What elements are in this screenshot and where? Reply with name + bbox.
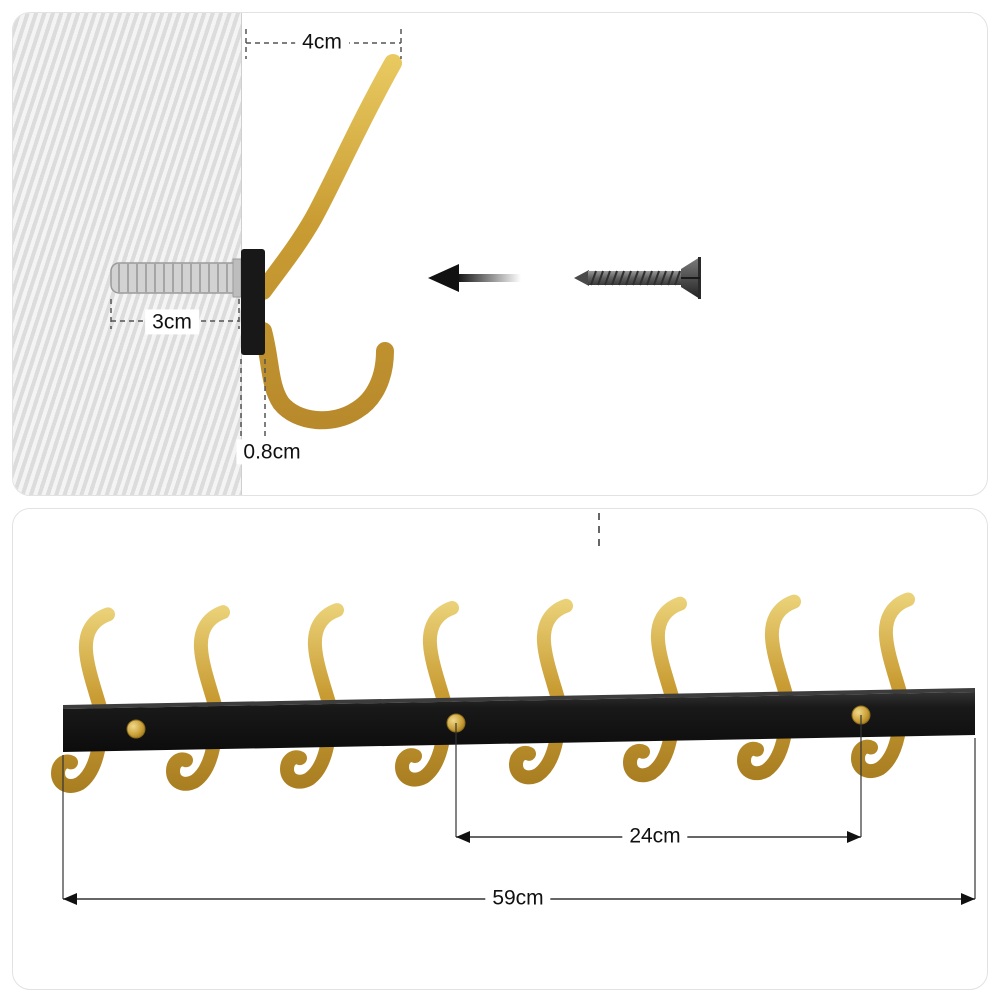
double-hook [744,602,794,774]
double-hook [858,600,908,772]
rail-screw-knob [126,719,146,739]
insertion-arrow-icon [428,264,521,292]
double-hook [630,604,680,776]
rack-drawing [13,513,976,905]
plate-thickness-dimension [240,359,266,453]
mounting-plate [241,249,265,355]
total-length-label: 59cm [485,885,551,911]
top-panel-hook-detail [12,12,988,496]
screw-icon [574,257,701,299]
double-hook [287,610,337,782]
double-hook [58,614,108,786]
bottom-panel-rack-overview [12,508,988,990]
hook-detail-drawing [110,29,701,453]
double-hook [402,608,452,780]
screw-spacing-label: 24cm [622,823,688,849]
hook-upper-arm [254,54,402,300]
coat-rack-rail [63,688,975,752]
hook-depth-label: 4cm [295,29,349,55]
hook-depth-dimension [245,29,402,59]
single-hook [254,54,402,430]
plate-thickness-label: 0.8cm [236,439,308,465]
wall-cross-section [13,13,242,495]
hook-lower-curl [254,322,394,430]
wall-anchor [110,258,242,298]
double-hook [516,606,566,778]
anchor-length-label: 3cm [145,309,199,335]
double-hook [173,612,223,784]
